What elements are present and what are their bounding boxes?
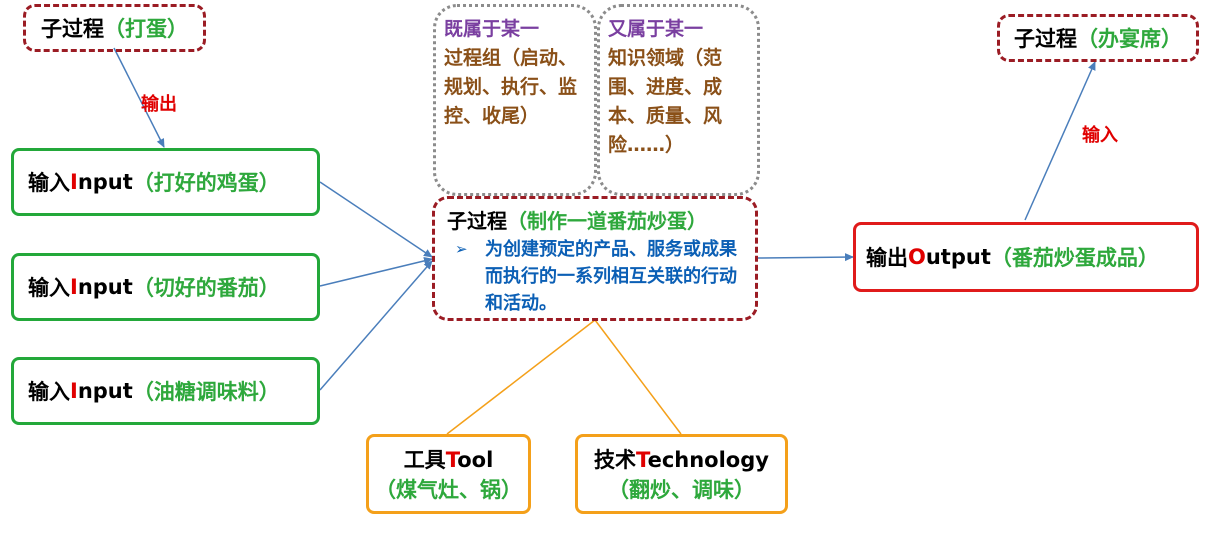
input-arrow-label: 输入 bbox=[1082, 125, 1118, 146]
center-description-text: 为创建预定的产品、服务或成果而执行的一系列相互关联的行动和活动。 bbox=[485, 239, 737, 314]
center-label: 子过程 bbox=[447, 209, 507, 233]
tool-box: 工具Tool （煤气灶、锅） bbox=[366, 434, 531, 514]
arrow-input2-to-center bbox=[319, 256, 433, 287]
knowledge-area-box: 又属于某一 知识领域（范围、进度、成本、质量、风险……） bbox=[597, 4, 760, 196]
technology-box: 技术Technology （翻炒、调味） bbox=[575, 434, 788, 514]
process-group-box: 既属于某一 过程组（启动、规划、执行、监控、收尾） bbox=[433, 4, 597, 196]
subprocess-beat-eggs: 子过程 （打蛋） bbox=[23, 4, 206, 52]
arrow-output-to-top-right bbox=[1024, 61, 1096, 221]
tool-accent: T bbox=[445, 448, 458, 472]
input-prefix: 输入 bbox=[28, 276, 70, 300]
technology-rest: echnology bbox=[647, 448, 769, 472]
output-accent: O bbox=[908, 245, 926, 269]
center-description: ➢ 为创建预定的产品、服务或成果而执行的一系列相互关联的行动和活动。 bbox=[447, 236, 743, 317]
technology-detail: （翻炒、调味） bbox=[608, 478, 755, 502]
input-rest: nput bbox=[77, 275, 133, 299]
input-accent: I bbox=[70, 379, 78, 403]
tool-prefix: 工具 bbox=[403, 448, 446, 472]
tool-rest: ool bbox=[457, 448, 494, 472]
subprocess-label: 子过程 bbox=[41, 17, 104, 41]
output-prefix: 输出 bbox=[866, 246, 908, 270]
knowledge-area-heading: 又属于某一 bbox=[608, 18, 704, 40]
input-accent: I bbox=[70, 170, 78, 194]
arrow-input3-to-center bbox=[319, 260, 433, 391]
tool-title: 工具Tool bbox=[404, 444, 494, 474]
knowledge-area-text: 知识领域（范围、进度、成本、质量、风险……） bbox=[608, 47, 723, 156]
output-rest: utput bbox=[925, 245, 991, 269]
subprocess-label: 子过程 bbox=[1014, 27, 1077, 51]
technology-prefix: 技术 bbox=[594, 448, 637, 472]
technology-accent: T bbox=[636, 448, 648, 472]
center-detail: （制作一道番茄炒蛋） bbox=[507, 209, 707, 233]
subprocess-detail: （办宴席） bbox=[1077, 27, 1182, 51]
subprocess-banquet: 子过程（办宴席） bbox=[997, 14, 1199, 62]
arrow-center-to-output bbox=[757, 253, 854, 262]
input-detail: （油糖调味料） bbox=[132, 380, 280, 404]
subprocess-detail: （打蛋） bbox=[104, 17, 188, 41]
output-arrow-label: 输出 bbox=[141, 94, 177, 115]
line-center-to-technology bbox=[594, 319, 682, 435]
input-prefix: 输入 bbox=[28, 380, 70, 404]
input-accent: I bbox=[70, 275, 78, 299]
center-title: 子过程（制作一道番茄炒蛋） bbox=[447, 205, 743, 234]
tool-detail: （煤气灶、锅） bbox=[375, 478, 522, 502]
arrow-input1-to-center bbox=[319, 181, 433, 258]
input-rest: nput bbox=[77, 379, 133, 403]
input-prefix: 输入 bbox=[28, 171, 70, 195]
input-detail: （打好的鸡蛋） bbox=[132, 171, 280, 195]
bullet-arrow-icon: ➢ bbox=[455, 240, 468, 258]
process-group-heading: 既属于某一 bbox=[444, 18, 540, 40]
technology-title: 技术Technology bbox=[594, 444, 769, 474]
input-detail: （切好的番茄） bbox=[132, 276, 280, 300]
subprocess-make-dish: 子过程（制作一道番茄炒蛋） ➢ 为创建预定的产品、服务或成果而执行的一系列相互关… bbox=[432, 196, 758, 321]
arrow-top-left-to-input bbox=[113, 47, 165, 148]
input-rest: nput bbox=[77, 170, 133, 194]
output-detail: （番茄炒蛋成品） bbox=[990, 246, 1159, 270]
line-center-to-tool bbox=[446, 319, 596, 435]
process-group-text: 过程组（启动、规划、执行、监控、收尾） bbox=[444, 47, 578, 127]
